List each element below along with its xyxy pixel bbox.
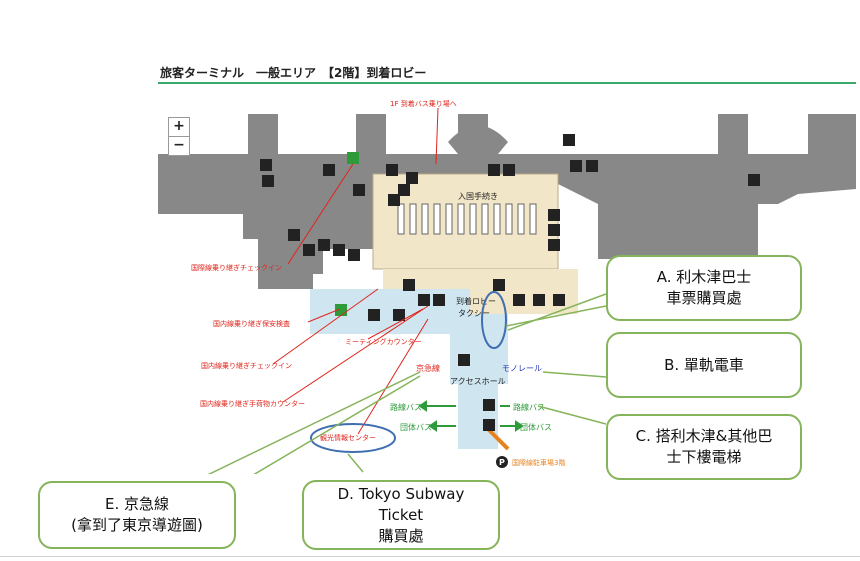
access-corridor (458, 384, 498, 449)
callout-a: A. 利木津巴士 車票購買處 (606, 255, 802, 321)
label-group-bus-left: 団体バス (400, 422, 432, 432)
title-divider (158, 82, 856, 84)
callout-a-line1: A. 利木津巴士 (656, 268, 752, 286)
bottom-divider (0, 556, 860, 557)
floor-map[interactable]: P 入国手続き 到着ロビー タクシー アクセスホール モノレール 京急線 路線バ… (158, 84, 856, 474)
label-tourist-info: 観光情報センター (320, 433, 376, 442)
label-meeting-counter: ミーティングカウンター (345, 337, 422, 346)
svg-text:P: P (499, 458, 505, 467)
callout-d: D. Tokyo Subway Ticket 購買處 (302, 480, 500, 550)
parking-icon (496, 456, 508, 468)
label-transfer-checkin-dom: 国内線乗り継ぎチェックイン (201, 361, 292, 370)
terminal-building (158, 114, 856, 289)
page-title: 旅客ターミナル 一般エリア 【2階】到着ロビー (160, 66, 427, 80)
label-transfer-security-dom: 国内線乗り継ぎ保安検査 (213, 319, 290, 328)
emergency-exit-icon (347, 152, 359, 164)
callout-pointers (207, 293, 607, 474)
callout-d-line2: Ticket (378, 505, 424, 524)
label-route-bus-right: 路線バス (513, 402, 545, 412)
callout-d-line3: 購買處 (378, 526, 424, 545)
callout-e-line2: (拿到了東京導遊圖) (71, 516, 203, 534)
label-monorail: モノレール (502, 364, 542, 373)
label-taxi: タクシー (458, 309, 490, 318)
label-parking: 国際線駐車場3階 (512, 458, 565, 467)
callout-e: E. 京急線 (拿到了東京導遊圖) (38, 481, 236, 549)
immigration-gates (397, 203, 537, 235)
pier-arc (448, 125, 508, 154)
tourist-info-highlight (310, 423, 396, 453)
callout-b: B. 單軌電車 (606, 332, 802, 398)
label-access-hall: アクセスホール (450, 377, 506, 386)
label-immigration: 入国手続き (458, 191, 498, 201)
red-leader-lines (272, 107, 439, 435)
callout-c: C. 搭利木津&其他巴 士下樓電梯 (606, 414, 802, 480)
ticket-counter-highlight (481, 291, 507, 349)
callout-a-line2: 車票購買處 (666, 289, 742, 307)
callout-c-line1: C. 搭利木津&其他巴 (635, 427, 773, 445)
callout-c-line2: 士下樓電梯 (666, 448, 742, 466)
label-keikyu: 京急線 (416, 363, 440, 373)
bus-arrows (418, 400, 524, 432)
callout-d-line1: D. Tokyo Subway (337, 484, 465, 503)
facility-icons (260, 134, 760, 431)
parking-arrow (486, 427, 510, 451)
zoom-in-button[interactable]: + (168, 117, 190, 137)
label-transfer-checkin-intl: 国際線乗り継ぎチェックイン (191, 263, 282, 272)
access-hall (450, 314, 508, 384)
label-arrival-lobby: 到着ロビー (456, 296, 496, 306)
label-group-bus-right: 団体バス (520, 422, 552, 432)
label-transfer-baggage-dom: 国内線乗り継ぎ手荷物カウンター (200, 399, 305, 408)
callout-b-line1: B. 單軌電車 (664, 355, 744, 374)
callout-e-line1: E. 京急線 (104, 495, 169, 513)
zoom-out-button[interactable]: − (168, 136, 190, 156)
label-top-cut: 1F 到着バス乗り場へ (390, 99, 457, 108)
label-route-bus-left: 路線バス (390, 402, 422, 412)
